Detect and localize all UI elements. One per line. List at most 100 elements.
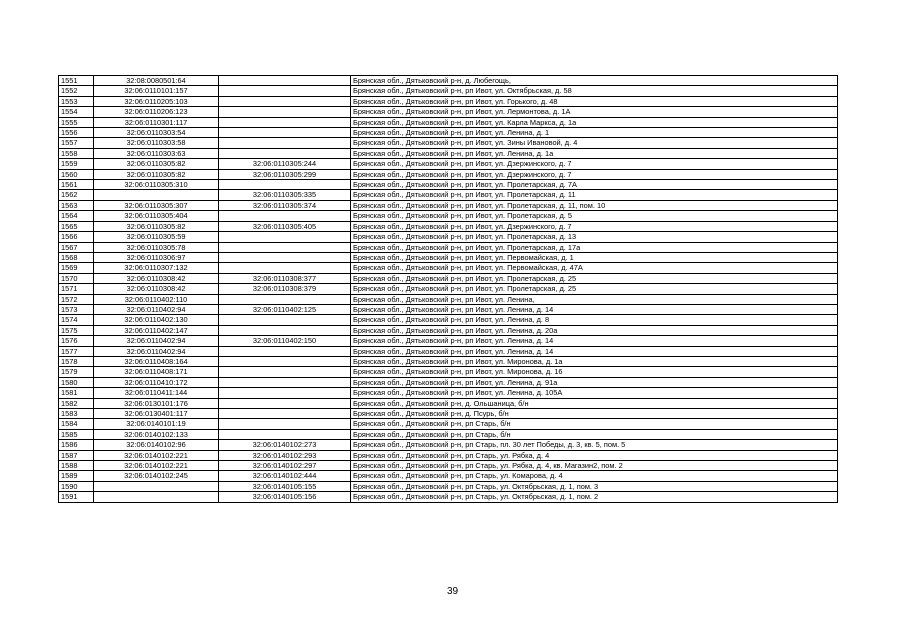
row-number-cell: 1575 [58,324,94,337]
address-cell: Брянская обл., Дятьковский р-н, рп Ивот,… [350,179,838,191]
address-cell: Брянская обл., Дятьковский р-н, рп Ивот,… [350,303,838,316]
row-number-cell: 1562 [58,189,94,201]
row-number-cell: 1583 [58,407,94,420]
cadastral-number-cell [93,491,219,503]
row-number-cell: 1572 [58,293,94,305]
building-cadastral-number-cell [218,127,351,139]
address-cell: Брянская обл., Дятьковский р-н, рп Ивот,… [350,106,838,118]
cadastral-number-cell: 32:06:0110308:42 [93,272,219,285]
cadastral-number-cell: 32:06:0140102:133 [93,428,219,441]
cadastral-number-cell: 32:06:0110402:130 [93,314,219,326]
building-cadastral-number-cell: 32:06:0140105:155 [218,480,351,493]
building-cadastral-number-cell [218,241,351,253]
address-cell: Брянская обл., Дятьковский р-н, рп Старь… [350,480,838,493]
address-cell: Брянская обл., Дятьковский р-н, рп Ивот,… [350,168,838,181]
row-number-cell: 1555 [58,116,94,129]
address-cell: Брянская обл., Дятьковский р-н, рп Старь… [350,418,838,430]
building-cadastral-number-cell: 32:06:0140105:156 [218,491,351,503]
address-cell: Брянская обл., Дятьковский р-н, рп Ивот,… [350,241,838,253]
row-number-cell: 1551 [58,74,94,87]
address-cell: Брянская обл., Дятьковский р-н, рп Ивот,… [350,158,838,170]
row-number-cell: 1589 [58,470,94,482]
building-cadastral-number-cell [218,355,351,368]
row-number-cell: 1579 [58,366,94,378]
building-cadastral-number-cell: 32:06:0110402:125 [218,303,351,316]
building-cadastral-number-cell [218,147,351,160]
cadastral-number-cell: 32:06:0140101:19 [93,418,219,430]
building-cadastral-number-cell: 32:06:0140102:273 [218,439,351,451]
building-cadastral-number-cell [218,262,351,274]
address-cell: Брянская обл., Дятьковский р-н, д. Любег… [350,74,838,87]
address-cell: Брянская обл., Дятьковский р-н, рп Ивот,… [350,137,838,149]
cadastral-number-cell: 32:06:0130101:176 [93,397,219,410]
building-cadastral-number-cell [218,407,351,420]
cadastral-number-cell: 32:06:0110306:97 [93,251,219,264]
row-number-cell: 1582 [58,397,94,410]
address-cell: Брянская обл., Дятьковский р-н, рп Ивот,… [350,85,838,97]
cadastral-number-cell: 32:06:0110408:164 [93,355,219,368]
building-cadastral-number-cell [218,179,351,191]
cadastral-number-cell: 32:06:0140102:96 [93,439,219,451]
building-cadastral-number-cell [218,397,351,410]
row-number-cell: 1578 [58,355,94,368]
row-number-cell: 1587 [58,449,94,462]
address-cell: Брянская обл., Дятьковский р-н, рп Ивот,… [350,355,838,368]
cadastral-number-cell: 32:06:0110305:404 [93,210,219,222]
row-number-cell: 1584 [58,418,94,430]
cadastral-number-cell: 32:06:0110305:82 [93,220,219,233]
building-cadastral-number-cell: 32:06:0110305:335 [218,189,351,201]
cadastral-number-cell: 32:06:0110305:307 [93,199,219,212]
building-cadastral-number-cell [218,85,351,97]
cadastral-number-cell: 32:06:0110206:123 [93,106,219,118]
row-number-cell: 1573 [58,303,94,316]
cadastral-number-cell: 32:06:0110303:63 [93,147,219,160]
row-number-cell: 1559 [58,158,94,170]
row-number-cell: 1588 [58,460,94,472]
cadastral-number-cell: 32:06:0110303:54 [93,127,219,139]
building-cadastral-number-cell: 32:06:0140102:444 [218,470,351,482]
building-cadastral-number-cell [218,428,351,441]
address-cell: Брянская обл., Дятьковский р-н, рп Ивот,… [350,147,838,160]
address-cell: Брянская обл., Дятьковский р-н, рп Ивот,… [350,387,838,399]
row-number-cell: 1577 [58,345,94,357]
cadastral-number-cell: 32:06:0140102:221 [93,449,219,462]
row-number-cell: 1552 [58,85,94,97]
building-cadastral-number-cell [218,116,351,129]
cadastral-number-cell: 32:06:0110402:94 [93,303,219,316]
address-cell: Брянская обл., Дятьковский р-н, рп Ивот,… [350,283,838,295]
row-number-cell: 1574 [58,314,94,326]
address-cell: Брянская обл., Дятьковский р-н, рп Ивот,… [350,293,838,305]
building-cadastral-number-cell: 32:06:0110305:244 [218,158,351,170]
address-cell: Брянская обл., Дятьковский р-н, рп Ивот,… [350,210,838,222]
cadastral-number-cell [93,189,219,201]
row-number-cell: 1586 [58,439,94,451]
address-cell: Брянская обл., Дятьковский р-н, рп Ивот,… [350,220,838,233]
address-cell: Брянская обл., Дятьковский р-н, рп Ивот,… [350,324,838,337]
building-cadastral-number-cell [218,137,351,149]
address-cell: Брянская обл., Дятьковский р-н, рп Ивот,… [350,95,838,108]
address-cell: Брянская обл., Дятьковский р-н, д. Ольша… [350,397,838,410]
address-cell: Брянская обл., Дятьковский р-н, рп Ивот,… [350,314,838,326]
building-cadastral-number-cell [218,293,351,305]
address-cell: Брянская обл., Дятьковский р-н, рп Ивот,… [350,116,838,129]
row-number-cell: 1553 [58,95,94,108]
row-number-cell: 1560 [58,168,94,181]
